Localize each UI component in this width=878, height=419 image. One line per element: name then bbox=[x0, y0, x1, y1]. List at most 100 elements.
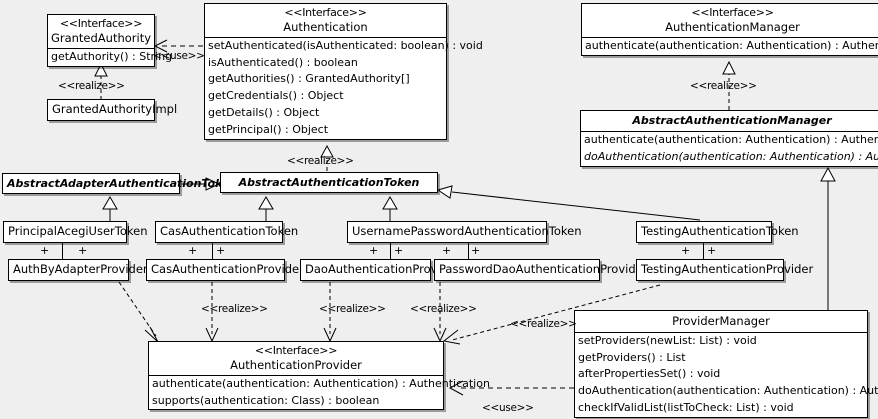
member-row: authenticate(authentication: Authenticat… bbox=[584, 133, 878, 147]
class-name-granted-authority-impl: GrantedAuthorityImpl bbox=[52, 102, 178, 116]
member-row: setAuthenticated(isAuthenticated: boolea… bbox=[208, 38, 483, 52]
assoc-marker-userpass-pwdao-left: + bbox=[442, 244, 452, 257]
member-row: checkIfValidList(listToCheck: List) : vo… bbox=[578, 401, 794, 415]
assoc-marker-principal-right: + bbox=[78, 244, 88, 257]
class-box-dao-authentication-provider[interactable]: DaoAuthenticationProvider bbox=[300, 259, 460, 281]
class-box-authentication-manager[interactable]: <<Interface>> AuthenticationManager auth… bbox=[581, 3, 878, 56]
member-row: doAuthentication(authentication: Authent… bbox=[578, 384, 878, 398]
class-box-auth-by-adapter-provider[interactable]: AuthByAdapterProvider bbox=[8, 259, 148, 281]
class-name-provider-manager: ProviderManager bbox=[672, 314, 770, 328]
member-row: authenticate(authentication: Authenticat… bbox=[585, 38, 878, 52]
class-header-abstract-authentication-manager: AbstractAuthenticationManager bbox=[581, 111, 878, 131]
assoc-line-username-password-dao bbox=[390, 242, 391, 260]
assoc-marker-principal-left: + bbox=[40, 244, 50, 257]
class-members-authentication-provider: authenticate(authentication: Authenticat… bbox=[149, 376, 490, 410]
class-name-authentication-manager: AuthenticationManager bbox=[665, 20, 800, 35]
stereotype-interface: <<Interface>> bbox=[284, 6, 367, 19]
class-name-testing-authentication-provider: TestingAuthenticationProvider bbox=[641, 262, 814, 276]
member-row: doAuthentication(authentication: Authent… bbox=[584, 149, 878, 163]
class-header-authentication-provider: <<Interface>> AuthenticationProvider bbox=[149, 342, 443, 375]
class-box-granted-authority-impl[interactable]: GrantedAuthorityImpl bbox=[47, 99, 178, 121]
member-row: getDetails() : Object bbox=[208, 106, 320, 120]
class-box-provider-manager[interactable]: ProviderManager setProviders(newList: Li… bbox=[574, 310, 878, 418]
class-box-abstract-adapter-authentication-token[interactable]: AbstractAdapterAuthenticationToken bbox=[2, 173, 238, 195]
class-box-principal-acegi-user-token[interactable]: PrincipalAcegiUserToken bbox=[3, 221, 148, 243]
assoc-marker-cas-right: + bbox=[216, 244, 226, 257]
member-row: afterPropertiesSet() : void bbox=[578, 367, 721, 381]
realize-arrow-auth-by-adapter-provider bbox=[118, 281, 159, 343]
class-header-authentication: <<Interface>> Authentication bbox=[205, 4, 446, 37]
class-name-abstract-adapter-authentication-token: AbstractAdapterAuthenticationToken bbox=[7, 177, 238, 190]
assoc-marker-userpass-dao-left: + bbox=[369, 244, 379, 257]
assoc-marker-userpass-pwdao-right: + bbox=[471, 244, 481, 257]
class-members-abstract-authentication-manager: authenticate(authentication: Authenticat… bbox=[581, 132, 878, 166]
class-box-cas-authentication-provider[interactable]: CasAuthenticationProvider bbox=[146, 259, 304, 281]
class-box-authentication-provider[interactable]: <<Interface>> AuthenticationProvider aut… bbox=[148, 341, 490, 411]
class-header-authentication-manager: <<Interface>> AuthenticationManager bbox=[582, 4, 878, 37]
class-name-dao-authentication-provider: DaoAuthenticationProvider bbox=[305, 262, 460, 276]
class-name-abstract-authentication-manager: AbstractAuthenticationManager bbox=[632, 114, 832, 127]
class-members-authentication-manager: authenticate(authentication: Authenticat… bbox=[582, 38, 878, 55]
class-box-username-password-authentication-token[interactable]: UsernamePasswordAuthenticationToken bbox=[347, 221, 582, 243]
member-row: supports(authentication: Class) : boolea… bbox=[152, 393, 380, 407]
class-name-authentication-provider: AuthenticationProvider bbox=[230, 358, 362, 373]
assoc-line-username-password-passworddao bbox=[468, 242, 469, 260]
stereotype-interface: <<Interface>> bbox=[254, 344, 338, 357]
member-row: getAuthority() : String bbox=[51, 49, 173, 63]
class-members-authentication: setAuthenticated(isAuthenticated: boolea… bbox=[205, 38, 483, 139]
edge-label-realize-granted-authority-impl: <<realize>> bbox=[58, 80, 125, 92]
class-name-cas-authentication-token: CasAuthenticationToken bbox=[160, 224, 299, 238]
stereotype-interface: <<Interface>> bbox=[691, 6, 774, 19]
class-box-abstract-authentication-manager[interactable]: AbstractAuthenticationManager authentica… bbox=[580, 110, 878, 167]
class-name-auth-by-adapter-provider: AuthByAdapterProvider bbox=[13, 262, 148, 276]
edge-label-realize-dao-provider: <<realize>> bbox=[319, 303, 386, 315]
assoc-marker-testing-left: + bbox=[681, 244, 691, 257]
assoc-line-testing-token bbox=[703, 242, 704, 260]
member-row: authenticate(authentication: Authenticat… bbox=[152, 376, 490, 390]
divider bbox=[48, 47, 154, 49]
member-row: getProviders() : List bbox=[578, 350, 686, 364]
divider bbox=[149, 374, 443, 376]
class-name-password-dao-authentication-provider: PasswordDaoAuthenticationProvider bbox=[439, 262, 648, 276]
class-box-authentication[interactable]: <<Interface>> Authentication setAuthenti… bbox=[204, 3, 483, 140]
assoc-marker-testing-right: + bbox=[707, 244, 717, 257]
class-members-provider-manager: setProviders(newList: List) : void getPr… bbox=[575, 333, 878, 417]
member-row: getCredentials() : Object bbox=[208, 89, 344, 103]
assoc-line-cas-token bbox=[212, 242, 213, 260]
assoc-marker-userpass-dao-right: + bbox=[394, 244, 404, 257]
class-name-cas-authentication-provider: CasAuthenticationProvider bbox=[151, 262, 304, 276]
generalization-cas-authentication-token bbox=[258, 196, 274, 221]
edge-label-use-provider-manager: <<use>> bbox=[482, 402, 534, 414]
class-header-provider-manager: ProviderManager bbox=[575, 311, 867, 332]
assoc-marker-cas-left: + bbox=[188, 244, 198, 257]
divider bbox=[581, 131, 878, 133]
generalization-principal-acegi-user-token bbox=[102, 196, 118, 221]
divider bbox=[575, 331, 867, 333]
generalization-provider-manager bbox=[820, 166, 836, 310]
class-name-authentication: Authentication bbox=[283, 20, 368, 35]
class-name-username-password-authentication-token: UsernamePasswordAuthenticationToken bbox=[352, 224, 582, 238]
edge-label-realize-password-dao-provider: <<realize>> bbox=[410, 303, 477, 315]
edge-label-realize-cas-provider: <<realize>> bbox=[201, 303, 268, 315]
class-header-granted-authority: <<Interface>> GrantedAuthority bbox=[48, 15, 154, 48]
member-row: isAuthenticated() : boolean bbox=[208, 55, 358, 69]
edge-label-realize-abstract-auth-token: <<realize>> bbox=[287, 155, 354, 167]
class-box-password-dao-authentication-provider[interactable]: PasswordDaoAuthenticationProvider bbox=[434, 259, 648, 281]
class-name-abstract-authentication-token: AbstractAuthenticationToken bbox=[238, 176, 420, 189]
generalization-username-password-authentication-token bbox=[382, 196, 398, 221]
stereotype-interface: <<Interface>> bbox=[59, 17, 143, 30]
member-row: setProviders(newList: List) : void bbox=[578, 333, 757, 347]
edge-label-realize-authentication-manager: <<realize>> bbox=[690, 80, 757, 92]
class-box-testing-authentication-provider[interactable]: TestingAuthenticationProvider bbox=[636, 259, 814, 281]
edge-label-realize-testing-provider: <<realize>> bbox=[510, 318, 577, 330]
divider bbox=[205, 36, 446, 38]
class-box-granted-authority[interactable]: <<Interface>> GrantedAuthority getAuthor… bbox=[47, 14, 173, 67]
class-box-testing-authentication-token[interactable]: TestingAuthenticationToken bbox=[636, 221, 799, 243]
member-row: getAuthorities() : GrantedAuthority[] bbox=[208, 72, 410, 86]
class-box-abstract-authentication-token[interactable]: AbstractAuthenticationToken bbox=[220, 172, 438, 194]
class-members-granted-authority: getAuthority() : String bbox=[48, 49, 173, 66]
class-name-testing-authentication-token: TestingAuthenticationToken bbox=[641, 224, 799, 238]
member-row: getPrincipal() : Object bbox=[208, 123, 329, 137]
class-box-cas-authentication-token[interactable]: CasAuthenticationToken bbox=[155, 221, 299, 243]
